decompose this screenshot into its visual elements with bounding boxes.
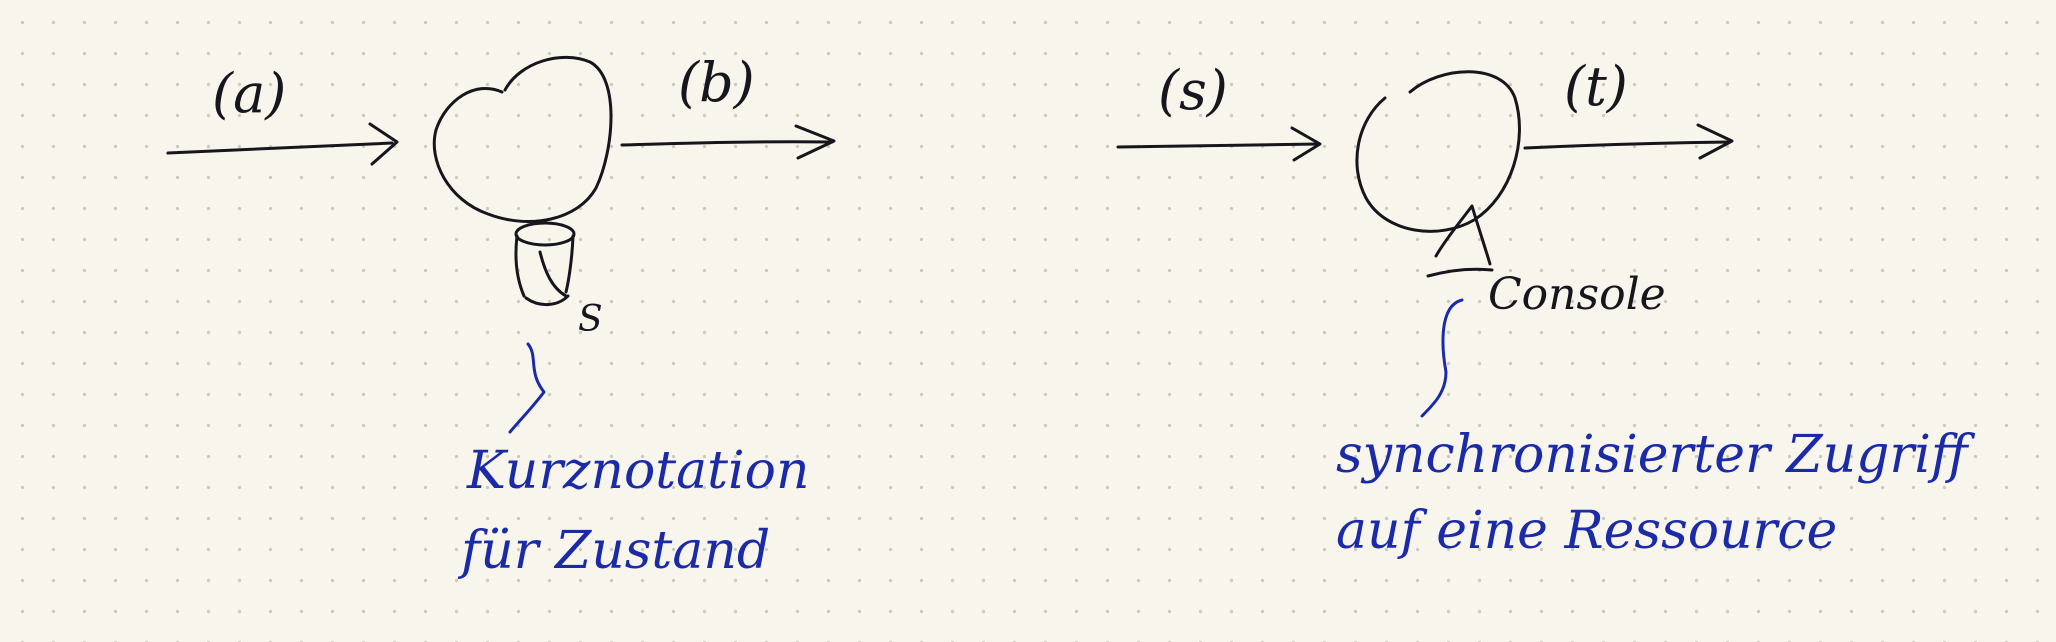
right-input-label: (s) <box>1158 59 1228 122</box>
right-output-label: (t) <box>1564 55 1628 118</box>
right-process-circle <box>1355 70 1521 233</box>
left-output-label: (b) <box>678 51 755 114</box>
left-note-brace <box>508 342 546 434</box>
left-note-line1: Kurznotation <box>466 441 809 501</box>
left-output-arrowhead <box>794 124 836 160</box>
right-note-brace <box>1420 298 1464 418</box>
left-input-arrow <box>166 141 394 155</box>
right-note-line1: synchronisierter Zugriff <box>1336 425 1976 485</box>
right-output-arrow <box>1523 140 1730 150</box>
right-note-line2: auf eine Ressource <box>1336 501 1837 561</box>
right-input-arrow <box>1116 142 1320 149</box>
right-output-arrowhead <box>1696 123 1734 160</box>
left-process-circle <box>432 55 613 223</box>
left-note-line2: für Zustand <box>457 521 770 581</box>
state-store-icon <box>514 221 576 306</box>
left-input-arrowhead <box>368 122 399 166</box>
left-output-arrow <box>620 140 834 147</box>
left-diagram: (a) (b) S Kurznotation für Zustand <box>166 51 836 581</box>
right-input-arrowhead <box>1290 126 1322 162</box>
resource-access-icon <box>1426 204 1494 278</box>
resource-label: Console <box>1488 269 1666 320</box>
state-label: S <box>578 299 603 340</box>
right-diagram: (s) (t) Console synchronisierter Zugriff… <box>1116 55 1976 561</box>
left-input-label: (a) <box>212 62 286 125</box>
